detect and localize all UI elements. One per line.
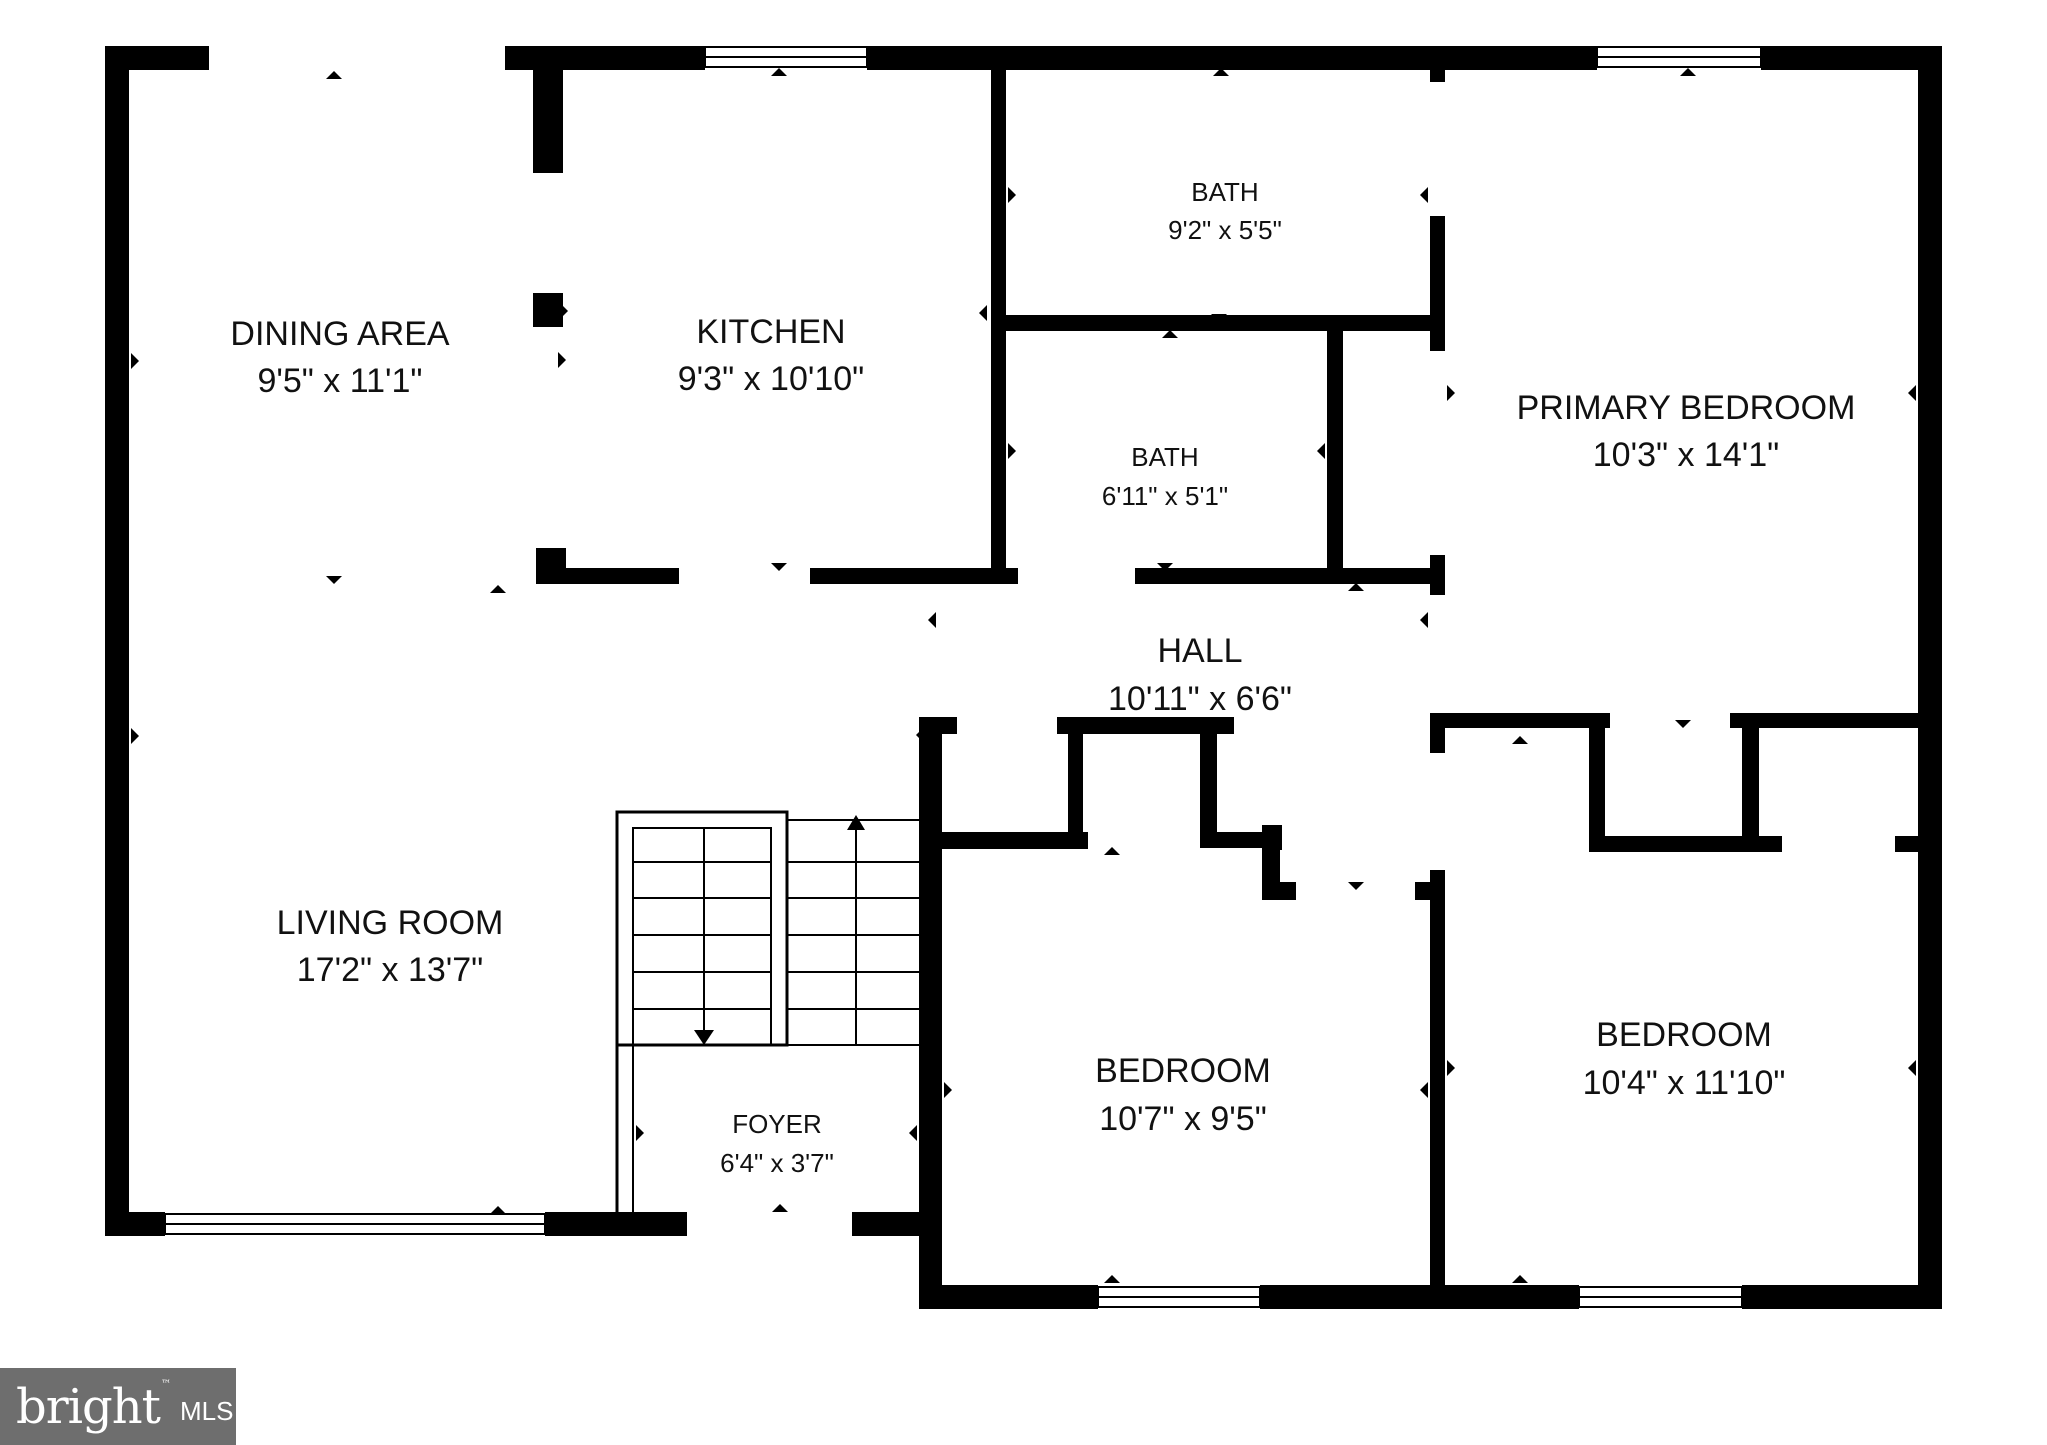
room-name: HALL <box>1157 632 1242 670</box>
room-dimensions: 9'2" x 5'5" <box>1168 215 1282 245</box>
interior-walls <box>533 60 1942 1285</box>
watermark-brand: bright™ <box>16 1378 171 1435</box>
room-dimensions: 10'4" x 11'10" <box>1583 1064 1786 1102</box>
room-kitchen: KITCHEN 9'3" x 10'10" <box>678 313 864 398</box>
room-hall: HALL 10'11" x 6'6" <box>1108 632 1292 718</box>
room-dimensions: 6'11" x 5'1" <box>1102 481 1228 511</box>
room-bedroom-right: BEDROOM 10'4" x 11'10" <box>1583 1016 1786 1102</box>
room-bath-upper: BATH 9'2" x 5'5" <box>1168 177 1282 245</box>
room-dimensions: 9'5" x 11'1" <box>257 362 422 400</box>
room-living-room: LIVING ROOM 17'2" x 13'7" <box>277 904 504 989</box>
room-name: BEDROOM <box>1596 1016 1772 1054</box>
room-name: LIVING ROOM <box>277 904 504 942</box>
watermark-suffix: MLS <box>179 1396 234 1426</box>
exterior-walls <box>105 46 1942 1309</box>
room-foyer: FOYER 6'4" x 3'7" <box>720 1109 834 1178</box>
room-bedroom-center: BEDROOM 10'7" x 9'5" <box>1095 1052 1271 1138</box>
windows <box>164 46 1762 1308</box>
room-dimensions: 9'3" x 10'10" <box>678 360 864 398</box>
room-name: FOYER <box>732 1109 822 1139</box>
room-dimensions: 17'2" x 13'7" <box>297 951 483 989</box>
room-dimensions: 10'3" x 14'1" <box>1593 436 1779 474</box>
room-name: BATH <box>1131 442 1198 472</box>
room-name: KITCHEN <box>696 313 845 351</box>
room-name: BEDROOM <box>1095 1052 1271 1090</box>
room-dimensions: 10'11" x 6'6" <box>1108 680 1292 718</box>
trademark-icon: ™ <box>160 1378 171 1390</box>
room-name: BATH <box>1191 177 1258 207</box>
bright-mls-watermark: bright™ MLS <box>0 1368 236 1445</box>
room-name: PRIMARY BEDROOM <box>1517 389 1856 427</box>
room-primary-bedroom: PRIMARY BEDROOM 10'3" x 14'1" <box>1517 389 1856 474</box>
room-name: DINING AREA <box>230 315 449 353</box>
stair-arrows <box>694 815 865 1045</box>
room-dimensions: 10'7" x 9'5" <box>1099 1100 1267 1138</box>
dimension-markers <box>131 68 1916 1283</box>
room-dimensions: 6'4" x 3'7" <box>720 1148 834 1178</box>
room-bath-lower: BATH 6'11" x 5'1" <box>1102 442 1228 511</box>
room-dining-area: DINING AREA 9'5" x 11'1" <box>230 315 449 400</box>
